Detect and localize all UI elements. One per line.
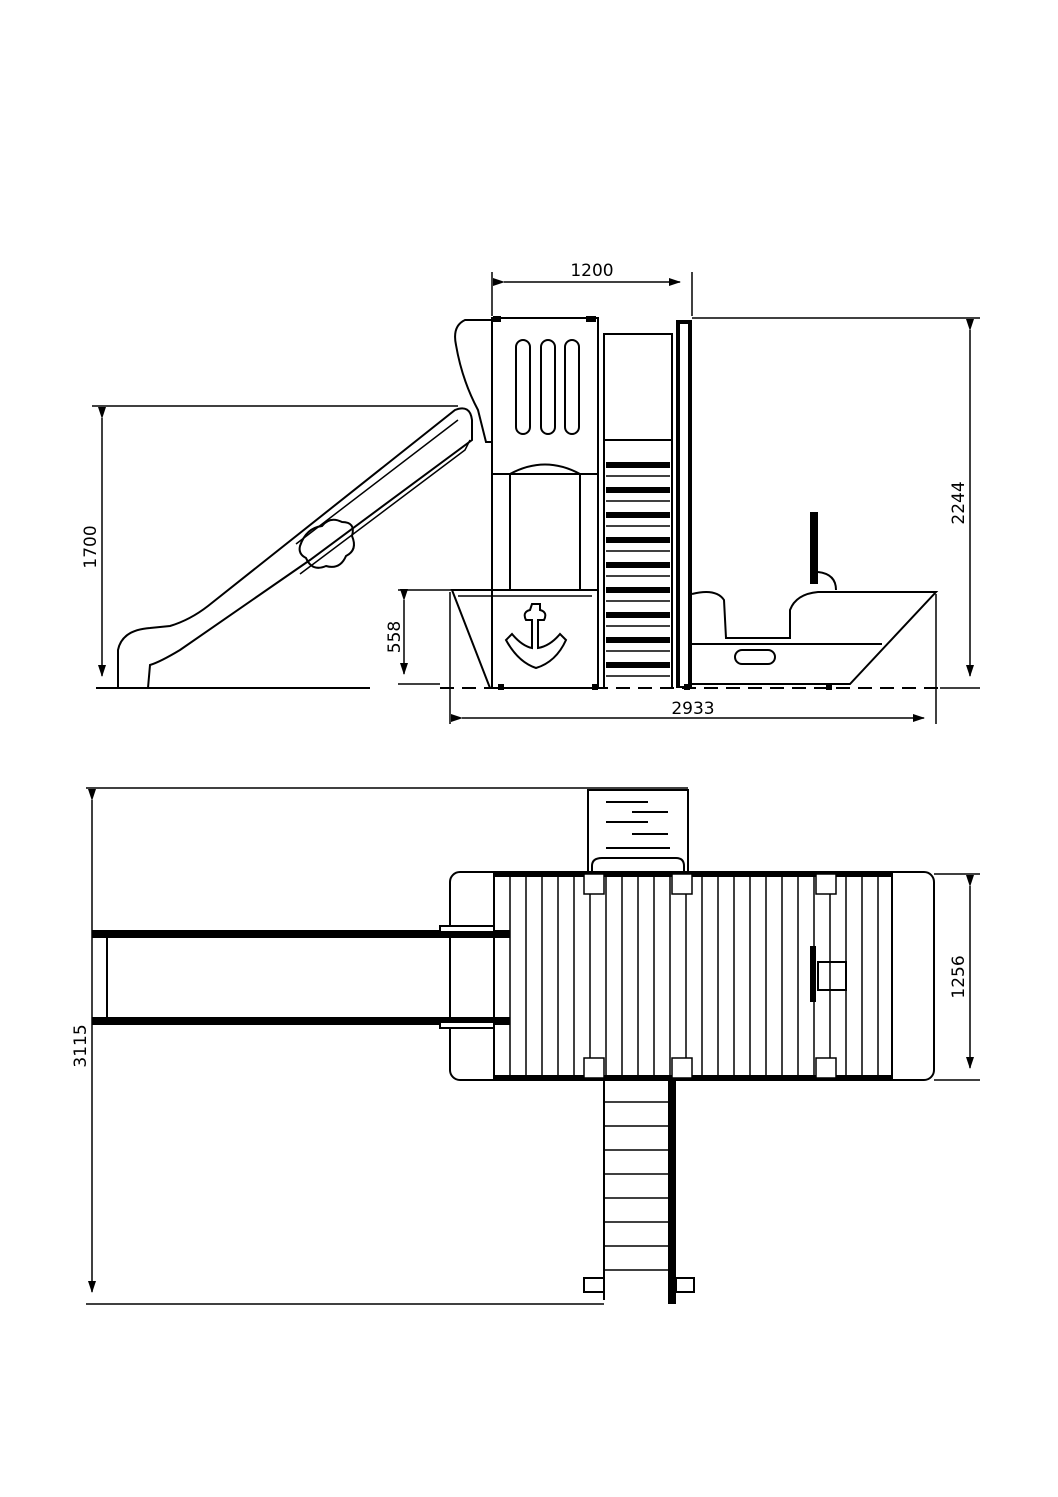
window-slot-3	[564, 339, 580, 435]
dim-label-1200: 1200	[570, 261, 613, 281]
dim-label-2933: 2933	[671, 699, 714, 719]
deck-post	[815, 873, 837, 895]
ladder-foot-left	[583, 1277, 605, 1293]
dimension-3115: 3115	[71, 787, 688, 1305]
ladder-foot-right	[675, 1277, 695, 1293]
anchor-icon	[504, 603, 568, 670]
dimension-2244: 2244	[692, 317, 980, 689]
ladder-rung	[606, 562, 670, 568]
dim-label-1256: 1256	[949, 955, 969, 998]
hull-stern	[691, 591, 939, 685]
dim-label-1700: 1700	[81, 525, 101, 568]
boat-hull	[450, 512, 939, 690]
back-panel	[603, 333, 673, 441]
dimension-2933: 2933	[449, 592, 937, 724]
panel-cap-right	[586, 316, 596, 322]
dim-label-558: 558	[385, 621, 405, 653]
plan-ladder	[583, 1080, 695, 1304]
slide-outline	[117, 407, 473, 689]
deck-post	[815, 1057, 837, 1079]
dimension-1256: 1256	[934, 873, 980, 1081]
window-slot-2	[540, 339, 556, 435]
ladder-rung	[606, 662, 670, 668]
plan-wheel	[817, 961, 847, 991]
deck-edge-top	[494, 872, 892, 877]
dimension-558: 558	[385, 589, 452, 685]
wheel-post	[817, 571, 837, 591]
tower-panel	[491, 316, 599, 688]
deck-edge-bottom	[494, 1075, 892, 1080]
ladder-rung	[606, 462, 670, 468]
ladder-rungs	[606, 462, 670, 677]
foot-1	[498, 684, 504, 690]
ladder-rung	[606, 612, 670, 618]
plan-handle	[591, 857, 685, 878]
slide-inner-edge	[299, 439, 471, 575]
slide-rail	[295, 419, 459, 545]
plan-slide	[92, 925, 510, 1029]
window-slot-1	[515, 339, 531, 435]
plan-wheel-post	[810, 946, 816, 1002]
hull-bow	[450, 589, 599, 689]
slide-rail-top	[92, 930, 510, 938]
ladder-rung	[606, 512, 670, 518]
ladder-rung	[606, 537, 670, 543]
cloud-ornament-icon	[298, 518, 355, 569]
plan-deck	[493, 871, 893, 1081]
foot-2	[592, 684, 598, 690]
plan-ladder-rungs	[604, 1101, 668, 1271]
front-post-inner	[678, 322, 690, 688]
ladder-rung	[606, 587, 670, 593]
foot-4	[826, 684, 832, 690]
plan-view: 3115 1256	[71, 787, 980, 1305]
panel-cap-left	[493, 316, 501, 322]
plan-ladder-rail-right	[668, 1080, 676, 1304]
slide-rail-bottom	[92, 1017, 510, 1025]
dimension-1200: 1200	[491, 261, 693, 316]
slide-cap-top	[439, 925, 495, 933]
slide-hood	[454, 319, 492, 443]
dimension-1700: 1700	[81, 405, 458, 677]
deck-post	[671, 1057, 693, 1079]
ladder	[603, 320, 692, 688]
ladder-rung	[606, 487, 670, 493]
arch	[509, 463, 581, 475]
dim-label-3115: 3115	[71, 1024, 91, 1067]
foot-3	[684, 684, 690, 690]
deck-planks	[509, 873, 879, 1079]
ladder-rung	[606, 637, 670, 643]
steering-wheel-icon	[810, 512, 818, 584]
slide	[117, 319, 492, 689]
deck-post	[583, 873, 605, 895]
side-elevation-view: 1200 2244 1700 558 2933	[81, 261, 980, 724]
deck-post	[671, 873, 693, 895]
stern-porthole	[734, 649, 776, 665]
slide-cap-bottom	[439, 1021, 495, 1029]
deck-post	[583, 1057, 605, 1079]
dim-label-2244: 2244	[949, 481, 969, 524]
